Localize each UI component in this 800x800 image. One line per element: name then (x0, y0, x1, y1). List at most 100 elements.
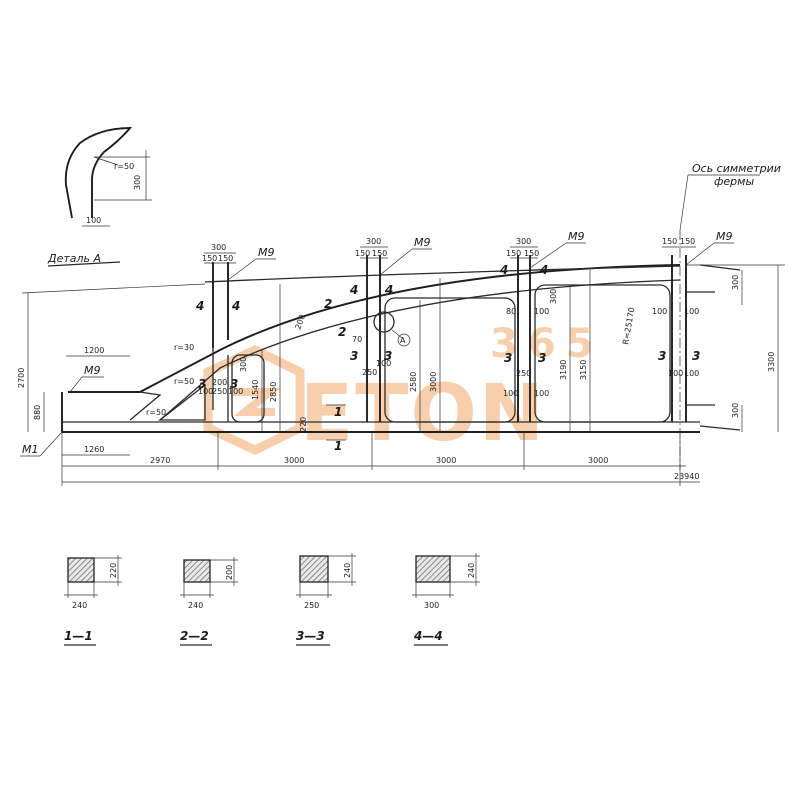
section-mark-3: 3 (230, 377, 238, 391)
section-mark-2: 2 (324, 297, 332, 311)
dim-300: 300 (731, 275, 740, 290)
symmetry-label-line1: Ось симметрии (692, 162, 781, 175)
section-mark-4: 4 (384, 283, 393, 297)
watermark-number: 365 (490, 321, 604, 367)
section-mark-1: 1 (334, 439, 342, 453)
section-marks: 4 4 4 4 4 4 2 2 3 3 3 3 3 3 3 3 1 1 (195, 263, 700, 453)
top-profile-line (204, 265, 681, 283)
section-mark-4: 4 (499, 263, 508, 277)
dim-100: 100 (376, 359, 391, 368)
dim-80: 80 (506, 307, 516, 316)
dim-2850: 2850 (269, 382, 278, 402)
section-3-height: 240 (343, 563, 352, 578)
dim-100: 100 (652, 307, 667, 316)
section-mark-3: 3 (538, 351, 546, 365)
dim-300: 300 (549, 289, 558, 304)
m9-label-3: М9 (568, 230, 585, 243)
left-dimensions: 2700 880 1200 1260 (17, 293, 130, 456)
section-1-hatch (67, 557, 95, 583)
embedded-parts-labels: М9 М9 М9 М9 М9 М1 (20, 230, 734, 457)
dim-100: 100 (503, 389, 518, 398)
detail-a-outline (64, 127, 133, 219)
detail-a-leader (93, 156, 119, 166)
section-mark-4: 4 (349, 283, 358, 297)
dim-300: 300 (239, 357, 248, 372)
dim-200: 200 (212, 378, 227, 387)
section-mark-4: 4 (195, 299, 204, 313)
detail-a-underline (47, 261, 121, 267)
dim-300: 300 (366, 237, 381, 246)
dim-300: 300 (516, 237, 531, 246)
section-mark-3: 3 (198, 377, 206, 391)
m1-leader (39, 431, 63, 457)
right-stub (686, 291, 715, 406)
section-4-hatch (415, 555, 451, 583)
m9-label-2: М9 (414, 236, 431, 249)
dim-3150: 3150 (579, 360, 588, 380)
section-1-width: 240 (72, 601, 87, 610)
dim-100: 100 (668, 369, 683, 378)
dim-150: 150 (680, 237, 695, 246)
m9-label-4: М9 (716, 230, 733, 243)
section-2-height: 200 (225, 565, 234, 580)
symmetry-axis-label: Ось симметрии фермы (679, 162, 781, 231)
right-break (699, 264, 741, 431)
panel-0-opening (158, 383, 206, 421)
section-1-1: 240 220 1—1 (64, 555, 122, 646)
watermark-logo-icon (203, 345, 305, 455)
dim-150: 150 (218, 254, 233, 263)
dim-3000: 3000 (429, 372, 438, 392)
section-4-title: 4—4 (413, 629, 443, 643)
m9-leader (227, 258, 257, 281)
detail-a-dim-100: 100 (86, 216, 101, 225)
detail-a: r=50 300 100 Деталь А (47, 127, 152, 267)
radius-big: R=25170 (621, 307, 636, 346)
dim-1540: 1540 (251, 380, 260, 400)
dim-150: 150 (372, 249, 387, 258)
detail-a-ref-circle (397, 333, 411, 347)
detail-a-title: Деталь А (47, 252, 101, 265)
section-2-2: 240 200 2—2 (180, 557, 238, 646)
dim-3000: 3000 (436, 456, 456, 465)
left-end-triangle (129, 391, 162, 421)
dim-150: 150 (662, 237, 677, 246)
section-3-hatch (299, 555, 329, 583)
top-dimensions: 300 150 150 300 150 150 300 150 150 150 … (21, 237, 785, 294)
dim-150: 150 (355, 249, 370, 258)
section-2-title: 2—2 (180, 629, 209, 643)
panel-1-opening (231, 354, 265, 423)
dim-100: 100 (684, 369, 699, 378)
dim-100: 100 (684, 307, 699, 316)
watermark: ETON 365 (203, 321, 604, 459)
detail-a-marker (373, 311, 395, 333)
section-3-title: 3—3 (296, 629, 325, 643)
bottom-dimensions: 2970 3000 3000 3000 23940 (61, 432, 700, 486)
dim-2970: 2970 (150, 456, 170, 465)
inner-dimensions: 200 300 1540 2850 200 100 100 250 70 100… (198, 265, 779, 432)
dim-3190: 3190 (559, 360, 568, 380)
detail-a-leader (391, 329, 403, 339)
top-reference-line (21, 283, 206, 294)
section-mark-3: 3 (504, 351, 512, 365)
dim-150: 150 (202, 254, 217, 263)
watermark-brand: ETON (300, 369, 546, 459)
section-4-height: 240 (467, 563, 476, 578)
dim-2700: 2700 (17, 368, 26, 388)
dim-3000: 3000 (588, 456, 608, 465)
dim-250: 250 (212, 387, 227, 396)
dim-1260: 1260 (84, 445, 104, 454)
dim-2580: 2580 (409, 372, 418, 392)
section-3-3: 250 240 3—3 (296, 553, 356, 646)
dim-1200: 1200 (84, 346, 104, 355)
section-4-width: 300 (424, 601, 439, 610)
m9-leader (69, 376, 83, 393)
m9-label-5: М9 (84, 364, 101, 377)
section-mark-1: 1 (334, 405, 342, 419)
dim-3300: 3300 (767, 352, 776, 372)
truss-body: А (61, 230, 741, 470)
m9-leader (685, 242, 715, 266)
radius-r30: r=30 (174, 343, 194, 352)
section-mark-3: 3 (384, 349, 392, 363)
